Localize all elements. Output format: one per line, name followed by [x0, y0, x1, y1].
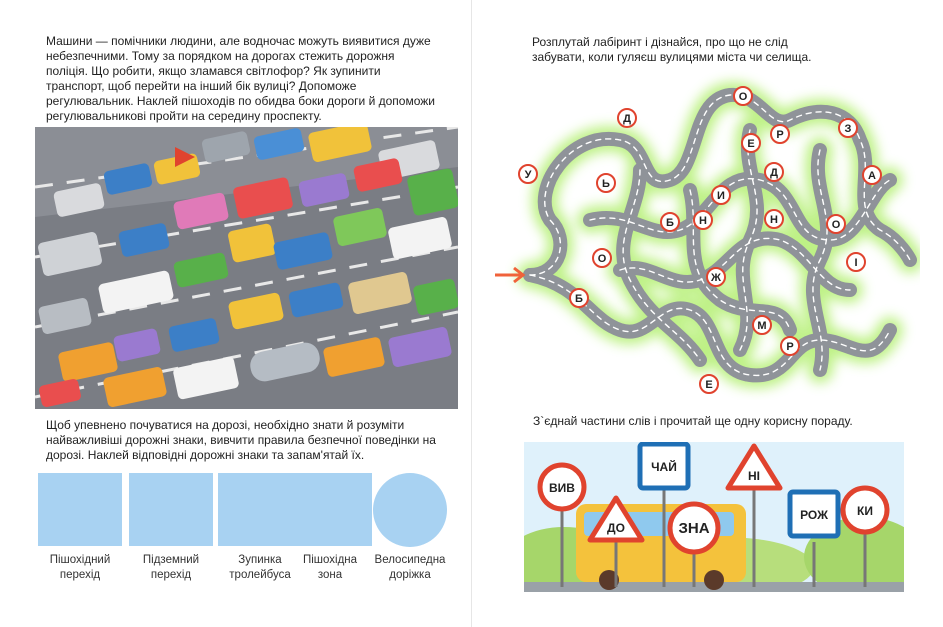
svg-text:И: И	[717, 190, 725, 202]
svg-text:Е: Е	[705, 379, 712, 391]
svg-text:М: М	[757, 320, 766, 332]
maze-letter[interactable]: М	[752, 315, 772, 335]
svg-text:Н: Н	[770, 214, 778, 226]
traffic-jam-illustration	[35, 127, 458, 409]
maze-letter[interactable]: О	[826, 214, 846, 234]
maze-letter[interactable]: И	[711, 185, 731, 205]
svg-text:Р: Р	[776, 129, 783, 141]
svg-text:Б: Б	[575, 293, 583, 305]
svg-text:Ь: Ь	[602, 178, 610, 190]
maze-letter[interactable]: Б	[660, 212, 680, 232]
maze-letter[interactable]: О	[733, 86, 753, 106]
maze-letter[interactable]: Ж	[706, 267, 726, 287]
svg-text:Р: Р	[786, 341, 793, 353]
maze-letter[interactable]: А	[862, 165, 882, 185]
maze-entry-arrow-icon	[495, 266, 526, 284]
signs-paragraph: Щоб упевнено почуватися на дорозі, необх…	[46, 418, 436, 462]
maze-letter[interactable]: Д	[764, 162, 784, 182]
svg-text:ЧАЙ: ЧАЙ	[651, 459, 677, 474]
sticker-slot-underground-crossing[interactable]	[129, 473, 213, 546]
maze-letter[interactable]: З	[838, 118, 858, 138]
svg-text:Б: Б	[666, 217, 674, 229]
word-sign[interactable]: ЧАЙ	[637, 442, 691, 491]
words-instructions: З`єднай частини слів і прочитай ще одну …	[533, 414, 853, 428]
maze-letter[interactable]: Н	[764, 209, 784, 229]
sticker-slot-pedestrian-zone[interactable]	[288, 473, 372, 546]
word-sign[interactable]: ЗНА	[667, 501, 721, 555]
svg-text:ЗНА: ЗНА	[678, 520, 709, 537]
sticker-slot-bicycle-path[interactable]	[373, 473, 447, 547]
page-gutter	[471, 0, 472, 627]
svg-text:У: У	[525, 169, 532, 181]
maze-letter[interactable]: У	[518, 164, 538, 184]
svg-text:НІ: НІ	[748, 469, 760, 483]
svg-text:О: О	[739, 91, 748, 103]
maze-letter[interactable]: І	[846, 252, 866, 272]
word-sign[interactable]: ВИВ	[537, 462, 587, 512]
maze-letter[interactable]: О	[592, 248, 612, 268]
svg-text:Е: Е	[747, 138, 754, 150]
svg-text:І: І	[854, 257, 857, 269]
svg-text:О: О	[832, 219, 841, 231]
maze-letter[interactable]: Е	[699, 374, 719, 394]
right-page: Розплутай лабіринт і дізнайся, про що не…	[472, 0, 943, 627]
svg-text:А: А	[868, 170, 876, 182]
svg-text:З: З	[845, 123, 852, 135]
word-sign[interactable]: НІ	[725, 443, 783, 491]
svg-text:О: О	[598, 253, 607, 265]
word-sign[interactable]: КИ	[840, 485, 890, 535]
svg-text:ДО: ДО	[607, 521, 625, 535]
svg-text:Ж: Ж	[710, 272, 721, 284]
svg-text:ВИВ: ВИВ	[549, 481, 575, 495]
maze-letter[interactable]: Е	[741, 133, 761, 153]
maze-letter[interactable]: Ь	[596, 173, 616, 193]
word-sign[interactable]: ДО	[587, 495, 645, 543]
maze-letter[interactable]: Р	[780, 336, 800, 356]
sticker-slot-pedestrian-crossing[interactable]	[38, 473, 122, 546]
road-maze[interactable]: Д О Р З У Ь Е Д А И Б Н Н О О І Ж Б М Р Е	[490, 70, 920, 400]
maze-instructions: Розплутай лабіринт і дізнайся, про що не…	[532, 35, 812, 64]
maze-letter[interactable]: Р	[770, 124, 790, 144]
svg-text:Д: Д	[623, 113, 631, 125]
left-page: Машини — помічники людини, але водночас …	[0, 0, 471, 627]
word-sign[interactable]: РОЖ	[787, 489, 841, 539]
maze-letter[interactable]: Б	[569, 288, 589, 308]
maze-letter[interactable]: Н	[693, 210, 713, 230]
car-group	[53, 127, 440, 217]
svg-text:РОЖ: РОЖ	[800, 508, 828, 522]
intro-paragraph: Машини — помічники людини, але водночас …	[46, 34, 435, 123]
maze-letter[interactable]: Д	[617, 108, 637, 128]
svg-text:Н: Н	[699, 215, 707, 227]
svg-text:Д: Д	[770, 167, 778, 179]
word-signs-illustration[interactable]: ВИВ ЧАЙ НІ ДО ЗНА РОЖ КИ	[524, 442, 904, 592]
svg-text:КИ: КИ	[857, 504, 873, 518]
